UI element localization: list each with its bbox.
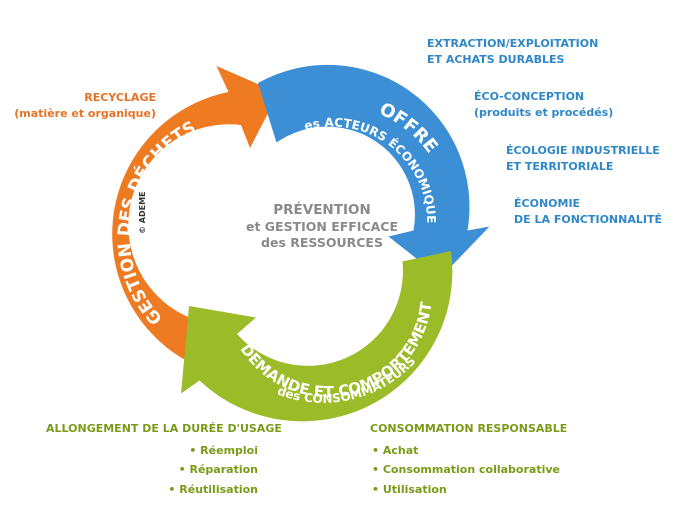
supply-label-extraction: EXTRACTION/EXPLOITATION ET ACHATS DURABL… [427, 36, 598, 68]
supply-label-ecodesign: ÉCO-CONCEPTION (produits et procédés) [474, 89, 613, 121]
consumer-demand-arc [181, 251, 453, 422]
list-item: • Réparation [178, 463, 258, 477]
responsible-consumption-list: • Achat • Consommation collaborative • U… [372, 441, 560, 499]
supply-label-line: (produits et procédés) [474, 105, 614, 119]
supply-label-line: ET TERRITORIALE [506, 159, 614, 173]
supply-label-line: EXTRACTION/EXPLOITATION [427, 37, 599, 50]
recycling-title: RECYCLAGE [84, 91, 156, 104]
supply-label-line: ET ACHATS DURABLES [427, 52, 565, 66]
supply-label-industrial-ecology: ÉCOLOGIE INDUSTRIELLE ET TERRITORIALE [506, 143, 660, 175]
economic-supply-arc [258, 64, 490, 278]
usage-extension-title: ALLONGEMENT DE LA DURÉE D'USAGE [46, 422, 282, 435]
list-item: • Achat [372, 444, 419, 457]
ademe-credit: © ADEME [138, 191, 147, 234]
supply-label-line: ÉCONOMIE [514, 197, 581, 210]
waste-management-arc [112, 66, 279, 368]
supply-label-functional-economy: ÉCONOMIE DE LA FONCTIONNALITÉ [514, 196, 662, 228]
list-item: • Utilisation [372, 482, 447, 496]
recycling-label: RECYCLAGE (matière et organique) [14, 90, 156, 122]
center-title: PRÉVENTION et GESTION EFFICACE des RESSO… [222, 202, 422, 250]
recycling-subtitle: (matière et organique) [14, 106, 156, 120]
responsible-consumption-title: CONSOMMATION RESPONSABLE [370, 422, 568, 435]
list-item: • Réutilisation [168, 482, 258, 496]
center-line-2: et GESTION EFFICACE [245, 218, 399, 234]
supply-label-line: ÉCOLOGIE INDUSTRIELLE [506, 144, 660, 157]
supply-label-line: ÉCO-CONCEPTION [474, 90, 585, 103]
center-line-3: des RESSOURCES [261, 234, 383, 250]
center-line-1: PRÉVENTION [273, 202, 371, 218]
usage-extension-list: • Réemploi • Réparation • Réutilisation [168, 441, 258, 499]
list-item: • Réemploi [189, 444, 258, 457]
supply-label-line: DE LA FONCTIONNALITÉ [514, 212, 662, 226]
list-item: • Consommation collaborative [372, 463, 560, 477]
